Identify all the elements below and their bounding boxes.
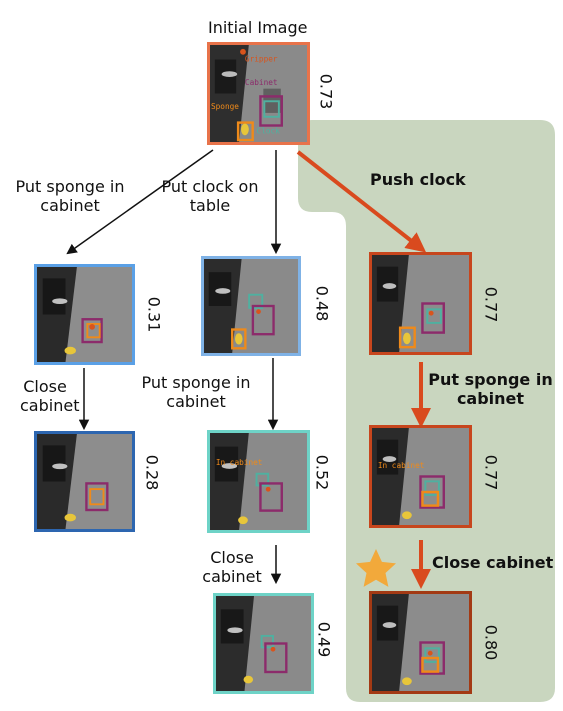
scene-right-1 xyxy=(372,255,469,352)
right-score: 0.77 xyxy=(481,286,501,323)
scene-right-3 xyxy=(372,594,469,691)
thumb-middle-2: In cabinet xyxy=(207,430,310,533)
scene-middle-2: In cabinet xyxy=(210,433,307,530)
scene-left-2 xyxy=(37,434,132,529)
initial-image-title: Initial Image xyxy=(208,18,308,37)
right-branch-label: Push clock xyxy=(370,170,466,189)
scene-right-2: In cabinet xyxy=(372,428,469,525)
overlay-cabinet: Cabinet xyxy=(245,78,278,87)
middle-next-score: 0.52 xyxy=(312,454,332,491)
thumb-left-1 xyxy=(34,264,135,365)
star-icon xyxy=(356,549,396,587)
middle-next-label: Put sponge in cabinet xyxy=(141,373,251,411)
left-next-score: 0.28 xyxy=(142,454,162,491)
right-final-label: Close cabinet xyxy=(432,553,554,572)
middle-final-score: 0.49 xyxy=(314,621,334,658)
overlay-sponge: Sponge xyxy=(211,102,239,111)
thumb-right-3 xyxy=(369,591,472,694)
arrow-to-left-branch xyxy=(66,149,214,255)
right-next-score: 0.77 xyxy=(481,454,501,491)
middle-final-label: Close cabinet xyxy=(202,548,262,586)
thumb-left-2 xyxy=(34,431,135,532)
left-branch-label: Put sponge in cabinet xyxy=(15,177,125,215)
arrow-push-clock xyxy=(296,150,427,253)
scene-middle-1 xyxy=(204,259,298,353)
scene-initial: Gripper Cabinet Sponge Clock xyxy=(210,45,307,142)
middle-score: 0.48 xyxy=(312,285,332,322)
thumb-right-1 xyxy=(369,252,472,355)
left-next-label: Close cabinet xyxy=(20,377,80,415)
overlay-clock: Clock xyxy=(257,126,281,135)
scene-middle-3 xyxy=(216,596,311,691)
initial-score: 0.73 xyxy=(316,73,336,110)
right-next-label: Put sponge in cabinet xyxy=(428,370,553,408)
thumb-right-2: In cabinet xyxy=(369,425,472,528)
overlay-in-cabinet-middle: In cabinet xyxy=(216,458,263,467)
scene-left-1 xyxy=(37,267,132,362)
right-final-score: 0.80 xyxy=(481,624,501,661)
left-score: 0.31 xyxy=(144,296,164,333)
overlay-gripper: Gripper xyxy=(245,54,278,63)
thumb-middle-3 xyxy=(213,593,314,694)
middle-branch-label: Put clock on table xyxy=(161,177,259,215)
overlay-in-cabinet-right: In cabinet xyxy=(378,461,425,470)
thumb-initial: Gripper Cabinet Sponge Clock xyxy=(207,42,310,145)
thumb-middle-1 xyxy=(201,256,301,356)
